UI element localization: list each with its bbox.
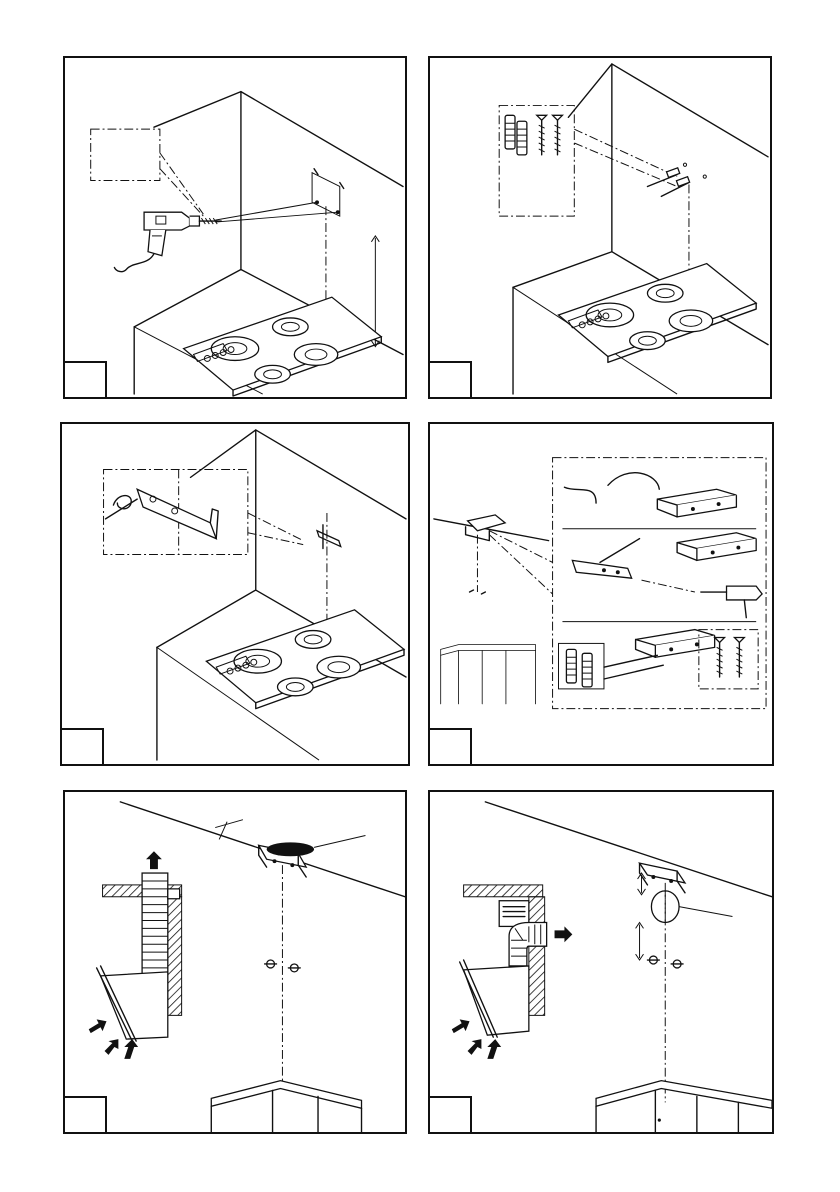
ceiling-bracket xyxy=(640,863,685,893)
step-number-box xyxy=(428,361,472,399)
diagram-bracket-wall xyxy=(62,424,408,764)
detail-box-ceiling xyxy=(553,458,766,709)
screw-icon xyxy=(537,115,563,155)
detail-box-fixings xyxy=(499,105,574,216)
bracket-icon xyxy=(137,489,218,538)
step-number-box xyxy=(60,728,104,766)
cabinet xyxy=(441,645,536,704)
ceiling-section xyxy=(464,885,543,897)
step-number-box xyxy=(63,361,107,399)
cabinet xyxy=(211,1081,361,1132)
ceiling-bracket xyxy=(259,835,366,877)
airflow-arrow-icon xyxy=(146,851,162,869)
hood-icon xyxy=(460,960,529,1037)
duct-outlet-circle xyxy=(651,891,732,923)
wall-section xyxy=(168,897,182,1016)
step-number-box xyxy=(428,728,472,766)
diagram-plugs-screws xyxy=(430,58,770,397)
hob-icon xyxy=(206,610,404,709)
panel-plugs-screws xyxy=(428,56,772,399)
wall-section xyxy=(529,897,545,1016)
panel-bracket-ceiling xyxy=(428,422,774,766)
detail-box-bracket xyxy=(104,469,248,554)
drill-icon xyxy=(701,586,762,618)
panel-bracket-wall xyxy=(60,422,410,766)
diagram-drill-wall xyxy=(65,58,405,397)
drill-icon xyxy=(114,212,221,271)
mounting-template xyxy=(312,169,344,216)
hood-icon xyxy=(97,966,168,1041)
diagram-duct-horizontal xyxy=(430,792,772,1132)
panel-duct-vertical xyxy=(63,790,407,1134)
detail-callout-box xyxy=(91,129,204,216)
bracket-on-wall xyxy=(317,525,341,549)
hob-icon xyxy=(184,297,382,396)
panel-duct-horizontal xyxy=(428,790,774,1134)
step-number-box xyxy=(63,1096,107,1134)
duct-icon xyxy=(142,873,168,974)
offset-dimension xyxy=(215,820,243,840)
diagram-duct-vertical xyxy=(65,792,405,1132)
diagram-bracket-ceiling xyxy=(430,424,772,764)
bracket-icon xyxy=(466,515,506,541)
wall-plug-icon xyxy=(505,115,527,155)
fixings-into-wall xyxy=(647,163,706,196)
step-number-box xyxy=(428,1096,472,1134)
height-dimension xyxy=(636,873,646,960)
cabinet xyxy=(596,1081,772,1132)
panel-drill-wall xyxy=(63,56,407,399)
wall-plug-icon xyxy=(559,643,604,688)
bracket-icon xyxy=(636,489,757,657)
airflow-arrow-icon xyxy=(555,926,573,942)
